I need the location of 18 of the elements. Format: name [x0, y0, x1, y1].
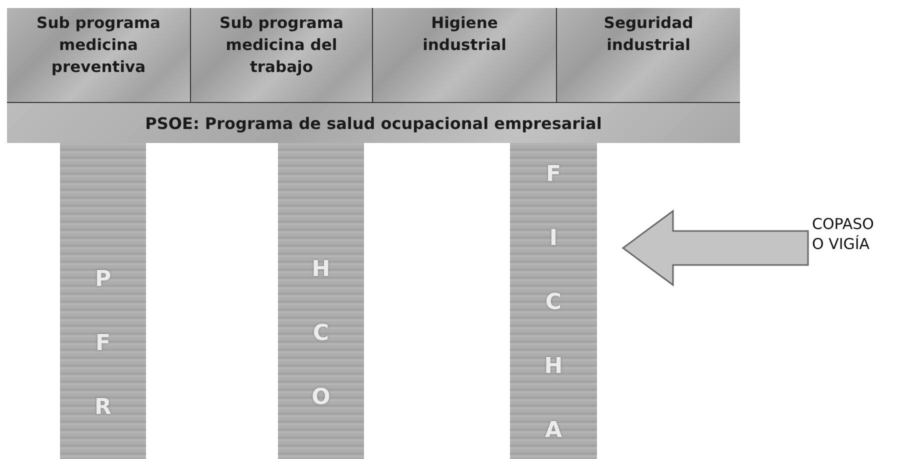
- cell-text: Higiene industrial: [422, 13, 508, 56]
- header-cell: [7, 8, 190, 102]
- cell-text: PSOE: Programa de salud ocupacional empresarial: [145, 114, 602, 132]
- cell-text: Sub programa medicina del trabajo: [218, 13, 344, 78]
- pillar-letters: H C O: [310, 256, 332, 412]
- pillar-column: [60, 143, 146, 459]
- block-arrow: [622, 210, 809, 286]
- pillar-letters: F I C H A: [543, 161, 564, 445]
- header-cell: [190, 8, 372, 102]
- pillar-letters: P F R: [94, 266, 112, 422]
- header-cell: [556, 8, 740, 102]
- program-band: [7, 102, 740, 143]
- pillar-column: [510, 143, 597, 459]
- cell-text: Sub programa medicina preventiva: [36, 13, 162, 78]
- header-cell: [372, 8, 556, 102]
- pillar-column: [278, 143, 364, 459]
- cell-text: Seguridad industrial: [602, 13, 694, 56]
- side-label: COPASO O VIGÍA: [812, 214, 882, 254]
